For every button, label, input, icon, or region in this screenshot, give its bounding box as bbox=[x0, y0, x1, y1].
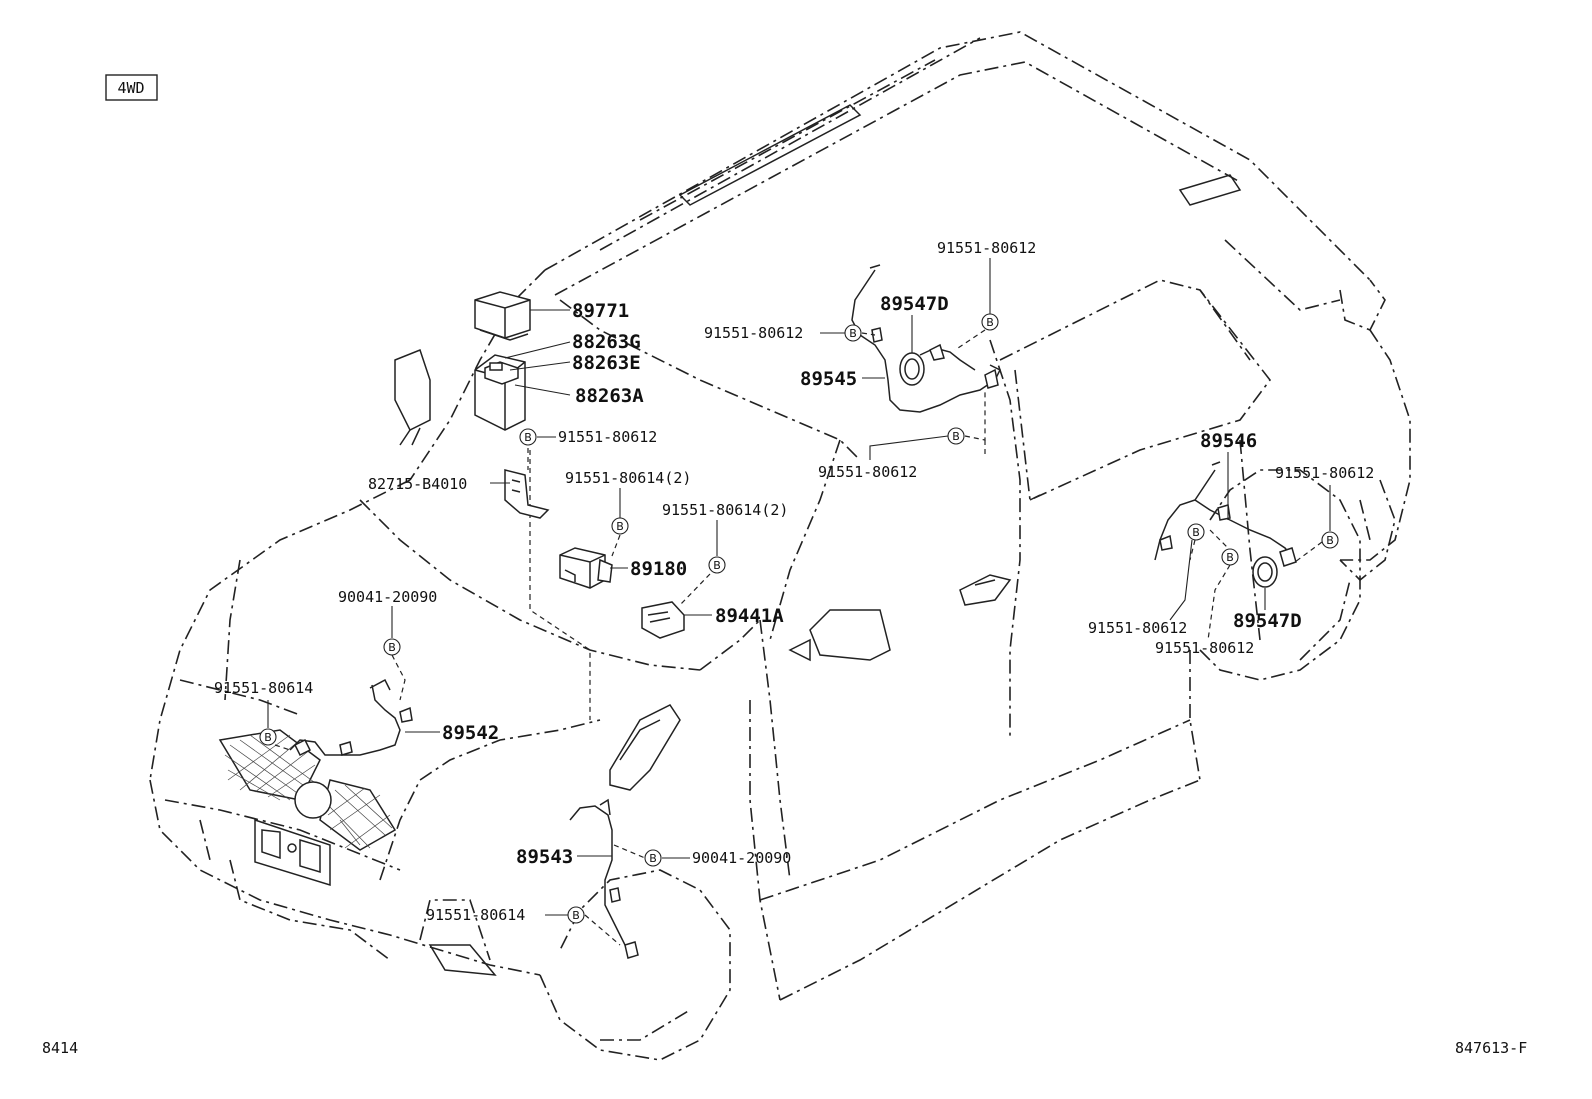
vehicle-outline bbox=[149, 31, 1411, 1061]
label-91551-80612: 91551-80612 bbox=[818, 463, 917, 481]
label-90041-20090: 90041-20090 bbox=[338, 588, 437, 606]
bolt-marker: B bbox=[611, 517, 629, 535]
label-91551-80612: 91551-80612 bbox=[704, 324, 803, 342]
svg-text:B: B bbox=[649, 852, 657, 865]
label-89771: 89771 bbox=[572, 300, 629, 322]
bolt-marker: B bbox=[1221, 548, 1239, 566]
bolt-marker: B bbox=[1321, 531, 1339, 549]
label-82715-B4010: 82715-B4010 bbox=[368, 475, 467, 493]
bolt-marker: B bbox=[519, 428, 537, 446]
label-89547D: 89547D bbox=[1233, 610, 1302, 632]
label-89547D: 89547D bbox=[880, 293, 949, 315]
part-labels: 89771 88263G 88263E 88263A 91551-80612 8… bbox=[214, 239, 1374, 924]
label-91551-80612: 91551-80612 bbox=[558, 428, 657, 446]
label-89441A: 89441A bbox=[715, 605, 784, 627]
bolt-marker: B bbox=[844, 324, 862, 342]
part-89542-wire bbox=[289, 678, 413, 757]
svg-text:B: B bbox=[572, 909, 580, 922]
part-82715-bracket bbox=[504, 469, 550, 519]
bolt-marker: B bbox=[981, 313, 999, 331]
label-91551-80614: 91551-80614 bbox=[214, 679, 313, 697]
bolt-marker: B bbox=[383, 638, 401, 656]
bolt-marker: B bbox=[644, 849, 662, 867]
svg-text:B: B bbox=[1192, 526, 1200, 539]
label-89546: 89546 bbox=[1200, 430, 1257, 452]
label-88263G: 88263G bbox=[572, 331, 641, 353]
bolt-markers: B B B B B B B B B B B B B bbox=[259, 313, 1339, 924]
leader-lines bbox=[267, 258, 1331, 946]
part-88263-control-unit bbox=[474, 354, 526, 431]
part-89771-cover bbox=[474, 291, 531, 341]
bolt-marker: B bbox=[947, 427, 965, 445]
label-90041-20090: 90041-20090 bbox=[692, 849, 791, 867]
label-88263A: 88263A bbox=[575, 385, 644, 407]
label-91551-80614: 91551-80614 bbox=[426, 906, 525, 924]
svg-text:B: B bbox=[388, 641, 396, 654]
4wd-badge: 4WD bbox=[105, 74, 158, 101]
svg-text:B: B bbox=[1226, 551, 1234, 564]
4wd-badge-text: 4WD bbox=[117, 79, 144, 97]
part-89441A-bracket bbox=[641, 601, 685, 639]
label-89180: 89180 bbox=[630, 558, 687, 580]
svg-text:B: B bbox=[524, 431, 532, 444]
part-89180-sensor bbox=[559, 547, 613, 589]
part-89546-wire bbox=[1154, 461, 1297, 588]
svg-text:B: B bbox=[1326, 534, 1334, 547]
label-88263E: 88263E bbox=[572, 352, 641, 374]
svg-text:B: B bbox=[849, 327, 857, 340]
part-89543-wire bbox=[569, 798, 639, 959]
bolt-marker: B bbox=[1187, 523, 1205, 541]
label-91551-80612: 91551-80612 bbox=[937, 239, 1036, 257]
label-91551-80612: 91551-80612 bbox=[1275, 464, 1374, 482]
svg-text:B: B bbox=[713, 559, 721, 572]
bolt-marker: B bbox=[708, 556, 726, 574]
svg-text:B: B bbox=[952, 430, 960, 443]
label-89545: 89545 bbox=[800, 368, 857, 390]
bolt-marker: B bbox=[567, 906, 585, 924]
svg-text:B: B bbox=[616, 520, 624, 533]
part-89545-wire bbox=[851, 264, 1002, 413]
svg-text:B: B bbox=[986, 316, 994, 329]
footer-right-code: 847613-F bbox=[1455, 1039, 1527, 1057]
label-91551-80614-2: 91551-80614(2) bbox=[662, 501, 788, 519]
label-89542: 89542 bbox=[442, 722, 499, 744]
svg-text:B: B bbox=[264, 731, 272, 744]
label-91551-80612: 91551-80612 bbox=[1155, 639, 1254, 657]
footer-left-code: 8414 bbox=[42, 1039, 78, 1057]
bolt-marker: B bbox=[259, 728, 277, 746]
label-91551-80614-2: 91551-80614(2) bbox=[565, 469, 691, 487]
label-91551-80612: 91551-80612 bbox=[1088, 619, 1187, 637]
label-89543: 89543 bbox=[516, 846, 573, 868]
